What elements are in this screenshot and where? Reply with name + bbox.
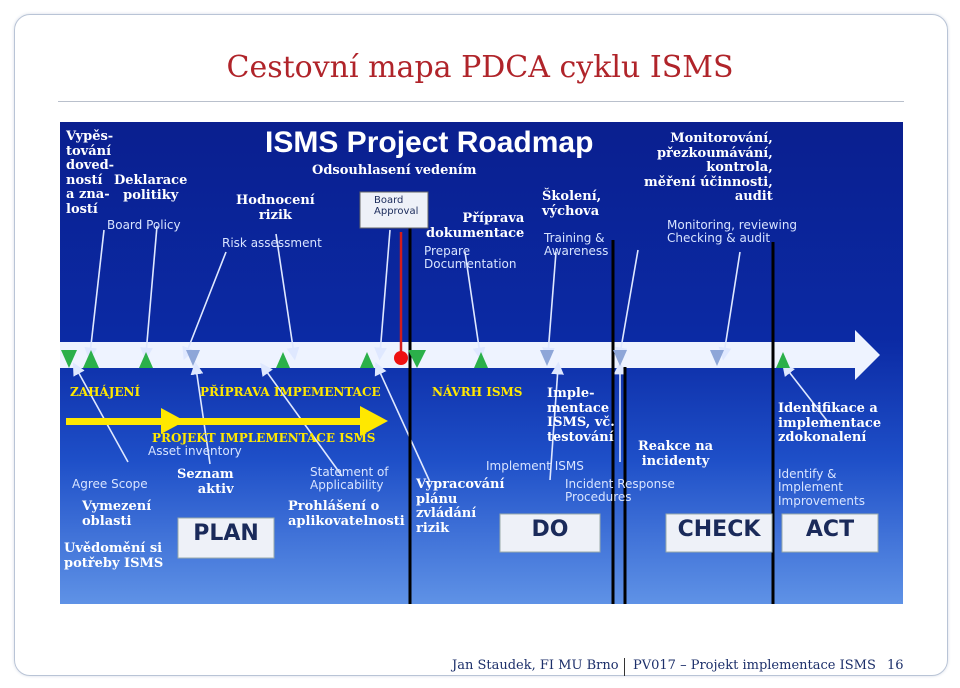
board-approval-box bbox=[359, 191, 429, 229]
footer-separator bbox=[624, 658, 625, 676]
label-navrh-isms: NÁVRH ISMS bbox=[432, 385, 523, 399]
label-monitorovani: Monitorování, přezkoumávání, kontrola, m… bbox=[644, 131, 773, 205]
label-skoleni: Školení, výchova bbox=[542, 189, 602, 219]
label-board-policy: Board Policy bbox=[107, 218, 181, 232]
label-vymezeni: Vymezení oblasti bbox=[82, 499, 152, 529]
label-prohlaseni: Prohlášení o aplikovatelnosti bbox=[288, 499, 405, 529]
phase-plan: PLAN bbox=[193, 521, 259, 546]
label-board-approval: Board Approval bbox=[374, 195, 419, 218]
footer-author: Jan Staudek, FI MU Brno bbox=[452, 658, 619, 673]
yellow-arrows bbox=[66, 406, 388, 436]
slide-title: Cestovní mapa PDCA cyklu ISMS bbox=[226, 50, 734, 85]
slide-footer: Jan Staudek, FI MU Brno PV017 – Projekt … bbox=[0, 658, 960, 678]
milestone-markers bbox=[61, 350, 790, 368]
phase-separators bbox=[408, 222, 775, 604]
label-reakce: Reakce na incidenty bbox=[638, 439, 714, 469]
label-zahajeni: ZAHÁJENÍ bbox=[70, 385, 141, 399]
label-seznam: Seznam aktiv bbox=[177, 467, 234, 497]
label-hodnoceni: Hodnocení rizik bbox=[236, 193, 315, 223]
label-prepare-documentation: Prepare Documentation bbox=[424, 244, 517, 272]
label-implement-isms: Implement ISMS bbox=[486, 459, 584, 473]
title-rule bbox=[58, 101, 904, 102]
label-incident-response: Incident Response Procedures bbox=[565, 477, 675, 505]
label-deklarace: Deklarace politiky bbox=[114, 173, 188, 203]
label-statement: Statement of Applicability bbox=[310, 465, 389, 493]
label-uvedomeni: Uvědomění si potřeby ISMS bbox=[64, 541, 164, 571]
label-priprava: Příprava dokumentace bbox=[426, 211, 525, 241]
phase-check: CHECK bbox=[677, 517, 761, 542]
label-risk-assessment: Risk assessment bbox=[222, 236, 322, 250]
callout-lines bbox=[72, 225, 829, 483]
label-agree-scope: Agree Scope bbox=[72, 477, 148, 491]
footer-course: PV017 – Projekt implementace ISMS bbox=[633, 658, 876, 673]
label-identify: Identify & Implement Improvements bbox=[778, 467, 865, 508]
label-training: Training & Awareness bbox=[544, 231, 609, 259]
roadmap-diagram: ISMS Project Roadmap Board Policy Risk a… bbox=[60, 122, 903, 604]
slide-frame bbox=[14, 14, 948, 676]
phase-do: DO bbox=[531, 517, 569, 542]
label-identifikace: Identifikace a implementace zdokonalení bbox=[778, 401, 882, 446]
label-monitoring: Monitoring, reviewing Checking & audit bbox=[667, 218, 798, 246]
roadmap-graphics bbox=[60, 191, 880, 604]
page-number: 16 bbox=[887, 658, 904, 673]
timeline-arrow bbox=[60, 330, 880, 380]
approval-dot bbox=[394, 351, 408, 365]
label-vypestovani: Vypěs- tování doved- ností a zna- lostí bbox=[66, 129, 115, 217]
label-projekt-implementace: PROJEKT IMPLEMENTACE ISMS bbox=[152, 431, 376, 445]
label-odsouhlaseni: Odsouhlasení vedením bbox=[312, 163, 477, 178]
label-vypracovani: Vypracování plánu zvládání rizik bbox=[416, 477, 505, 536]
phase-act: ACT bbox=[805, 517, 855, 542]
label-priprava-implementace: PŘÍPRAVA IMPEMENTACE bbox=[200, 385, 381, 399]
label-asset-inventory: Asset inventory bbox=[148, 444, 242, 458]
label-implementace: Imple- mentace ISMS, vč. testování bbox=[547, 386, 615, 445]
roadmap-heading: ISMS Project Roadmap bbox=[265, 126, 594, 159]
phase-boxes bbox=[177, 513, 879, 559]
